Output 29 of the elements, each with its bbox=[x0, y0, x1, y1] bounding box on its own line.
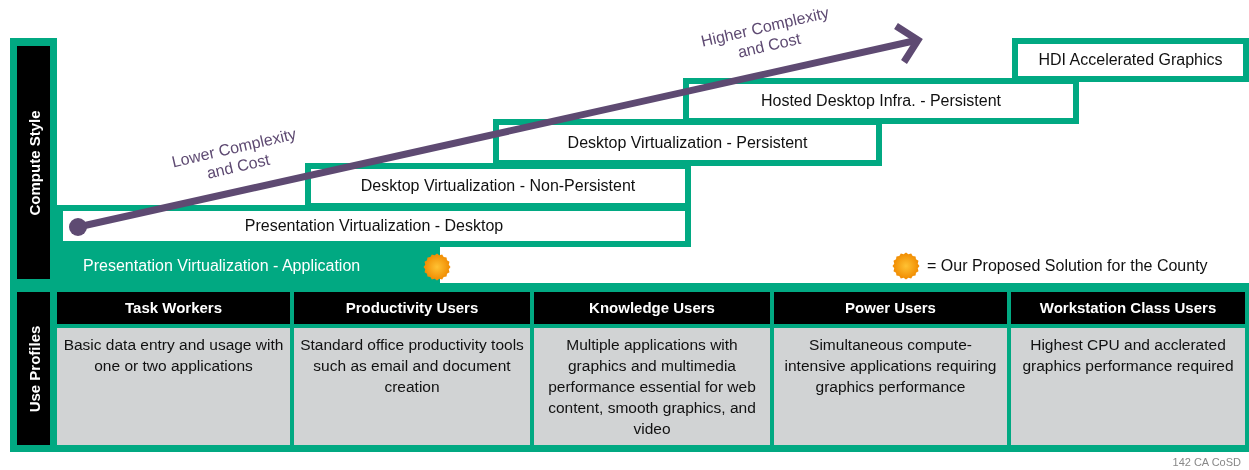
profile-header: Productivity Users bbox=[294, 292, 530, 324]
step-label: Presentation Virtualization - Application bbox=[83, 257, 361, 275]
profile-column bbox=[534, 292, 770, 445]
profile-column bbox=[294, 292, 530, 445]
section-title: Compute Style bbox=[25, 110, 42, 215]
profile-description: Multiple applications with graphics and multimedia performance essential for web content, smooth graphics, and video bbox=[534, 328, 770, 445]
profile-description: Simultaneous compute-intensive applications requiring graphics performance bbox=[774, 328, 1007, 445]
profile-description: Standard office productivity tools such as email and document creation bbox=[294, 328, 530, 445]
step-label: Hosted Desktop Infra. - Persistent bbox=[760, 92, 1002, 110]
profile-header: Task Workers bbox=[57, 292, 290, 324]
profile-column bbox=[774, 292, 1007, 445]
profile-description: Basic data entry and usage with one or two applications bbox=[57, 328, 290, 445]
profile-header: Knowledge Users bbox=[534, 292, 770, 324]
legend-text: = Our Proposed Solution for the County bbox=[927, 257, 1208, 275]
profile-header: Power Users bbox=[774, 292, 1007, 324]
step-label: Presentation Virtualization - Desktop bbox=[244, 217, 504, 235]
profile-column bbox=[1011, 292, 1245, 445]
footnote: 142 CA CoSD bbox=[1172, 456, 1241, 468]
section-bar bbox=[17, 46, 50, 279]
profile-description: Highest CPU and acclerated graphics performance required bbox=[1011, 328, 1245, 445]
step-label: Desktop Virtualization - Persistent bbox=[567, 133, 808, 152]
arrow-annotation: Higher Complexity and Cost bbox=[698, 2, 832, 63]
step-label: HDI Accelerated Graphics bbox=[1038, 51, 1223, 69]
section-bar bbox=[17, 292, 50, 445]
step-label: Desktop Virtualization - Non-Persistent bbox=[360, 177, 636, 195]
profile-header: Workstation Class Users bbox=[1011, 292, 1245, 324]
arrow-annotation: Lower Complexity and Cost bbox=[169, 124, 299, 184]
profile-column bbox=[57, 292, 290, 445]
section-title: Use Profiles bbox=[25, 325, 42, 412]
